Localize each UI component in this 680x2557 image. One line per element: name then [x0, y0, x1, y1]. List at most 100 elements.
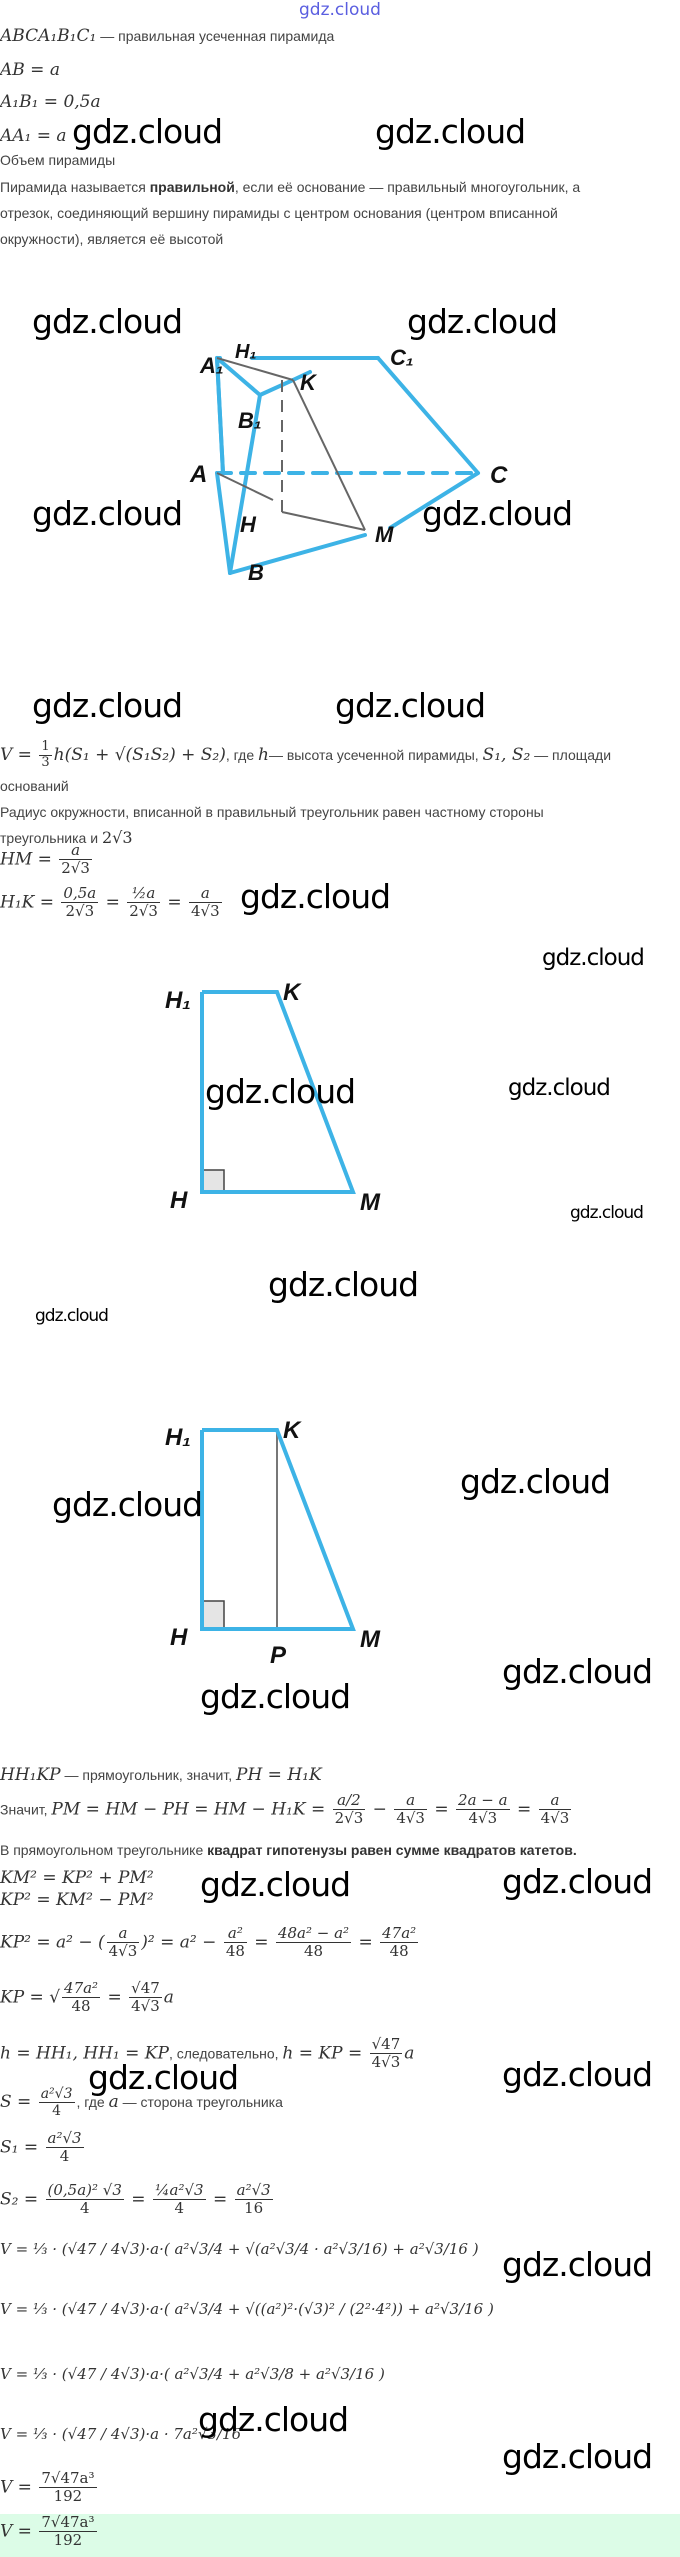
site-logo[interactable]: gdz.cloud — [299, 0, 381, 20]
frac-den: 4 — [174, 2199, 185, 2218]
watermark: gdz.cloud — [35, 1306, 109, 1326]
watermark: gdz.cloud — [502, 1652, 653, 1691]
volume-step-3: V = ⅓ · (√47 / 4√3)·a·( a²√3/4 + a²√3/8 … — [0, 2365, 385, 2383]
frac-den: 48 — [71, 1997, 91, 2016]
s1-lhs: S₁ = — [0, 2137, 44, 2158]
edge-ab — [215, 471, 232, 575]
frac-num: a² — [223, 1924, 247, 1944]
volume-step-2: V = ⅓ · (√47 / 4√3)·a·( a²√3/4 + √((a²)²… — [0, 2300, 494, 2318]
frac-den: 16 — [244, 2199, 264, 2218]
rect-math: HH₁KP — [0, 1765, 61, 1785]
answer-lhs: V = — [0, 2521, 38, 2542]
frac-den: 4√3 — [468, 1809, 498, 1828]
frac-den: 4 — [52, 2103, 62, 2120]
s-lhs: S = — [0, 2092, 37, 2113]
formula-lhs: V = — [0, 744, 38, 765]
formula-s-vars: S₁, S₂ — [482, 744, 531, 765]
edge-b1b — [228, 393, 262, 575]
definition-text: Пирамида называется — [0, 179, 150, 195]
given-text: — правильная усеченная пирамида — [96, 28, 335, 44]
frac-den: 192 — [53, 2487, 83, 2506]
formula-where: , где — [225, 746, 258, 763]
formula-s-desc-2: оснований — [0, 778, 69, 794]
trapezoid-kp-figure: H₁ K H M P — [165, 1417, 381, 1669]
label-c1: C₁ — [390, 345, 414, 370]
find-label: Объем пирамиды — [0, 152, 116, 168]
frac-num: 0,5a — [61, 884, 99, 904]
frac-den: 192 — [53, 2531, 83, 2550]
frac-num: a²√3 — [234, 2181, 273, 2201]
watermark: gdz.cloud — [502, 2437, 653, 2476]
frac-num: a — [538, 1791, 572, 1811]
definition-line-1: Пирамида называется правильной, если её … — [0, 179, 580, 195]
segment-ah — [216, 472, 274, 501]
label-h: H — [170, 1624, 188, 1651]
watermark: gdz.cloud — [502, 1862, 653, 1901]
given-line-2: AB = a — [0, 60, 60, 80]
frac-den: 48 — [225, 1942, 245, 1961]
definition-text: , если её основание — правильный многоуг… — [234, 179, 581, 195]
frustum-figure: A₁ H₁ C₁ K B₁ A C H M B — [189, 341, 508, 585]
frac-den: 4√3 — [131, 1997, 160, 2016]
label-k: K — [283, 979, 302, 1006]
label-m: M — [360, 1189, 381, 1216]
label-k: K — [300, 370, 318, 395]
h-math: h = HH₁, HH₁ = KP — [0, 2043, 169, 2064]
trapezoid-h1kmh — [200, 1428, 356, 1631]
segment-a1k — [216, 357, 294, 381]
radius-text-2: треугольника и 2√3 — [0, 828, 133, 847]
radius-text: треугольника и — [0, 830, 102, 846]
segment-hm — [281, 511, 366, 531]
rectangle-statement: HH₁KP — прямоугольник, значит, PH = H₁K — [0, 1765, 322, 1785]
frac-num: a²√3 — [45, 2129, 84, 2149]
formula-h: h — [258, 744, 269, 765]
watermark: gdz.cloud — [32, 302, 183, 341]
label-m: M — [360, 1626, 381, 1653]
h-tail: a — [404, 2043, 415, 2064]
edge-a1-a — [215, 357, 225, 474]
kp2-mid: )² = a² − — [141, 1932, 222, 1953]
watermark: gdz.cloud — [32, 686, 183, 725]
pm-lhs: PM = HM − PH = HM − H₁K = — [51, 1799, 331, 1820]
edge-mc — [388, 471, 480, 530]
given-line-1: ABCA₁B₁C₁ — правильная усеченная пирамид… — [0, 26, 334, 46]
edge-c1c — [376, 356, 480, 475]
watermark: gdz.cloud — [200, 1677, 351, 1716]
kp-lhs: KP = √ — [0, 1987, 61, 2008]
frac-num: ½a — [127, 884, 160, 904]
watermark: gdz.cloud — [88, 2058, 239, 2097]
given-math: ABCA₁B₁C₁ — [0, 26, 97, 46]
frac-den: 4√3 — [540, 1809, 570, 1828]
frac-num: a — [59, 841, 92, 861]
frac-num: 1 — [39, 739, 52, 756]
kp2-lhs: KP² = a² − ( — [0, 1932, 105, 1953]
h-text: , следовательно, — [168, 2045, 283, 2062]
formula-rest: h(S₁ + √(S₁S₂) + S₂) — [53, 744, 226, 765]
watermark: gdz.cloud — [375, 112, 526, 151]
watermark: gdz.cloud — [198, 2400, 349, 2439]
watermark: gdz.cloud — [570, 1203, 644, 1223]
label-m: M — [375, 522, 394, 547]
pm-prefix: Значит, — [0, 1801, 52, 1818]
h-formula: h = HH₁, HH₁ = KP, следовательно, h = KP… — [0, 2035, 415, 2072]
frac-num: 2a − a — [456, 1791, 510, 1811]
edge-a1b1 — [215, 356, 262, 397]
watermark: gdz.cloud — [542, 945, 645, 971]
